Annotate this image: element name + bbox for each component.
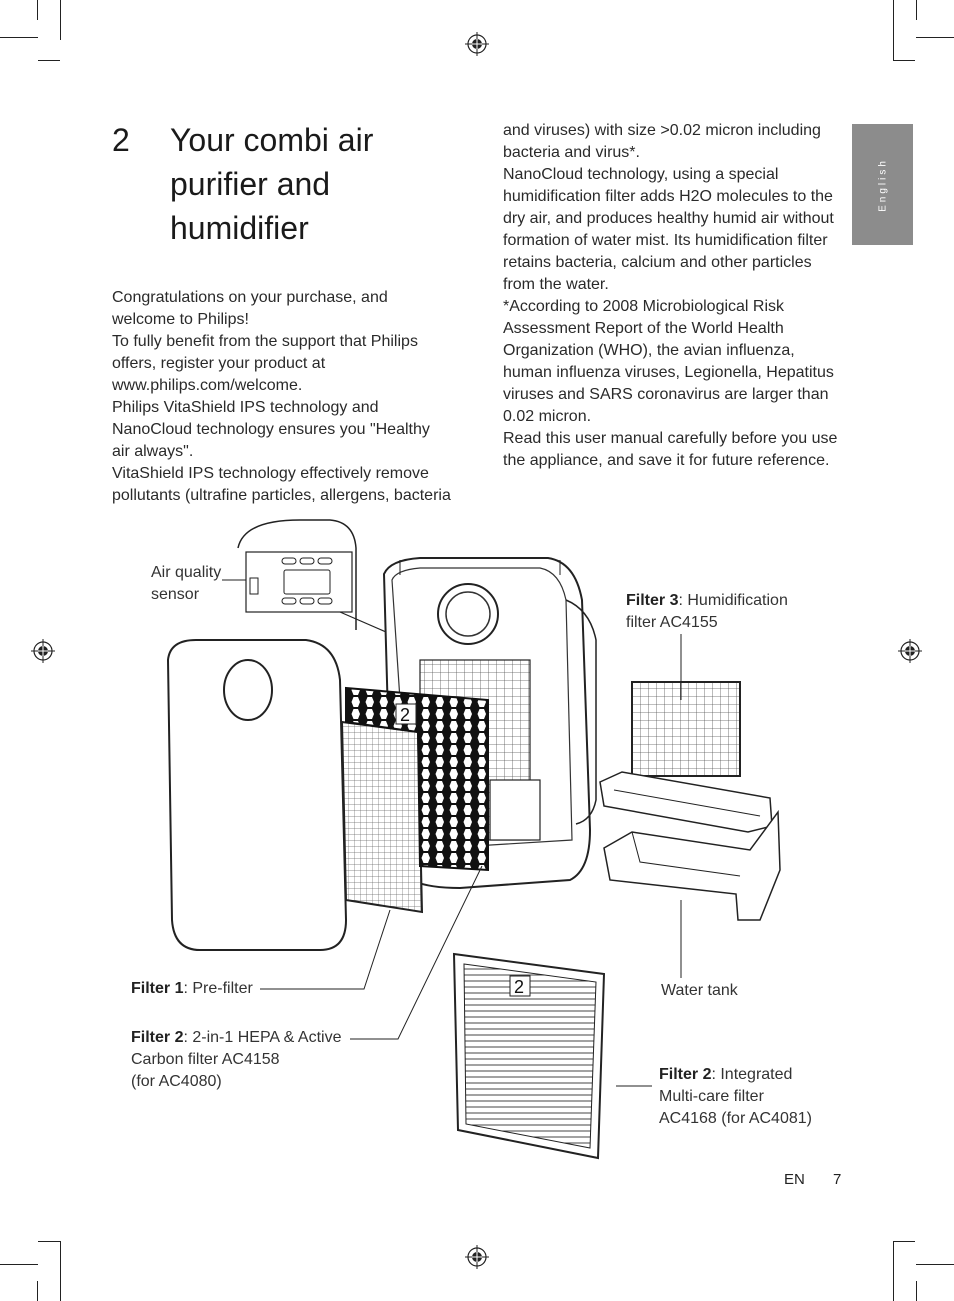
section-title-line: Your combi air (170, 118, 440, 162)
label-text: : Humidification (678, 592, 787, 609)
crop-mark (38, 1241, 60, 1242)
body-line: Organization (WHO), the avian influenza, (503, 340, 848, 362)
body-line: Philips VitaShield IPS technology and (112, 397, 457, 419)
section-number: 2 (112, 118, 130, 162)
body-line: VitaShield IPS technology effectively re… (112, 463, 457, 485)
label-bold: Filter 2 (131, 1029, 183, 1046)
crop-mark (38, 60, 60, 61)
filter2-hepa-label: Filter 2: 2-in-1 HEPA & Active Carbon fi… (131, 1027, 341, 1093)
body-line: the appliance, and save it for future re… (503, 450, 848, 472)
body-line: Assessment Report of the World Health (503, 318, 848, 340)
label-text: : 2-in-1 HEPA & Active (183, 1029, 341, 1046)
pre-filter-mesh (342, 722, 422, 912)
intro-left-column: Congratulations on your purchase, and we… (112, 287, 457, 507)
language-tab-label: English (877, 158, 888, 212)
body-line: from the water. (503, 274, 848, 296)
body-line: air always". (112, 441, 457, 463)
body-line: Read this user manual carefully before y… (503, 428, 848, 450)
water-tank-tray (600, 772, 772, 832)
air-quality-sensor-detail (238, 520, 386, 632)
label-line: Air quality (151, 562, 221, 584)
body-line: NanoCloud technology, using a special (503, 164, 848, 186)
crop-mark (916, 0, 917, 20)
filter2-multicare-label: Filter 2: Integrated Multi-care filter A… (659, 1064, 812, 1130)
body-line: viruses and SARS coronavirus are larger … (503, 384, 848, 406)
label-text: : Pre-filter (183, 980, 252, 997)
label-line: Carbon filter AC4158 (131, 1049, 341, 1071)
body-line: human influenza viruses, Legionella, Hep… (503, 362, 848, 384)
body-line: 0.02 micron. (503, 406, 848, 428)
label-line: filter AC4155 (626, 612, 788, 634)
registration-mark-icon (465, 1245, 489, 1269)
crop-mark (916, 1264, 954, 1265)
language-tab: English (852, 124, 913, 245)
body-line: bacteria and virus*. (503, 142, 848, 164)
humidification-filter (632, 682, 740, 776)
crop-mark (893, 1241, 894, 1301)
label-bold: Filter 3 (626, 592, 678, 609)
crop-mark (916, 1281, 917, 1301)
body-line: Congratulations on your purchase, and (112, 287, 457, 309)
body-line: welcome to Philips! (112, 309, 457, 331)
page-number: 7 (833, 1171, 841, 1188)
label-line: sensor (151, 584, 221, 606)
body-line: humidification filter adds H2O molecules… (503, 186, 848, 208)
body-line: and viruses) with size >0.02 micron incl… (503, 120, 848, 142)
section-title-line: humidifier (170, 206, 440, 250)
crop-mark (60, 1241, 61, 1301)
section-title-line: purifier and (170, 162, 440, 206)
body-line: dry air, and produces healthy humid air … (503, 208, 848, 230)
label-text: : Integrated (711, 1066, 792, 1083)
water-tank-label: Water tank (661, 980, 738, 1002)
crop-mark (893, 1241, 915, 1242)
filter1-label: Filter 1: Pre-filter (131, 978, 253, 1000)
filter-badge-number: 2 (514, 977, 524, 997)
crop-mark (893, 60, 915, 61)
integrated-multi-care-filter: 2 (454, 954, 604, 1158)
crop-mark (60, 0, 61, 40)
crop-mark (916, 37, 954, 38)
label-bold: Filter 2 (659, 1066, 711, 1083)
crop-mark (893, 0, 894, 60)
air-quality-sensor-label: Air quality sensor (151, 562, 221, 606)
body-line: NanoCloud technology ensures you "Health… (112, 419, 457, 441)
label-line: (for AC4080) (131, 1071, 341, 1093)
body-line: retains bacteria, calcium and other part… (503, 252, 848, 274)
crop-mark (37, 0, 38, 20)
footer-language: EN (784, 1171, 805, 1188)
registration-mark-icon (465, 32, 489, 56)
pre-filter-panel (168, 640, 346, 950)
intro-right-column: and viruses) with size >0.02 micron incl… (503, 120, 848, 472)
crop-mark (0, 37, 38, 38)
body-line: *According to 2008 Microbiological Risk (503, 296, 848, 318)
body-line: To fully benefit from the support that P… (112, 331, 457, 353)
label-line: Multi-care filter (659, 1086, 812, 1108)
body-line: www.philips.com/welcome. (112, 375, 457, 397)
crop-mark (37, 1281, 38, 1301)
body-line: pollutants (ultrafine particles, allerge… (112, 485, 457, 507)
body-line: formation of water mist. Its humidificat… (503, 230, 848, 252)
label-line: AC4168 (for AC4081) (659, 1108, 812, 1130)
crop-mark (0, 1264, 38, 1265)
label-bold: Filter 1 (131, 980, 183, 997)
filter3-label: Filter 3: Humidification filter AC4155 (626, 590, 788, 634)
body-line: offers, register your product at (112, 353, 457, 375)
section-title: Your combi air purifier and humidifier (170, 118, 440, 250)
filter-badge-number: 2 (400, 705, 410, 725)
